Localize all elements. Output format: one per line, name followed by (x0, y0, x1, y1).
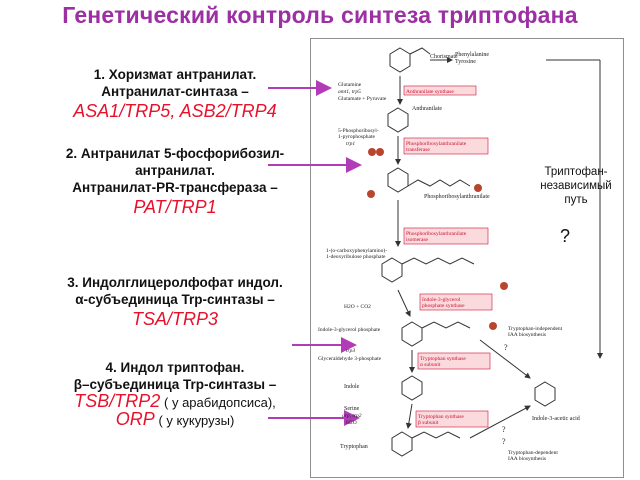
step-2-line-1: 2. Антранилат 5-фосфорибозил- (65, 146, 285, 161)
side-note-line-2: независимый (540, 180, 612, 192)
compound-cdrp: 1-(o-carboxyphenylamino)-1-deoxyribulose… (326, 247, 387, 260)
label-orp-trp2: orp, trp2 (342, 413, 362, 419)
compound-anthranilate: Anthranilate (412, 106, 442, 112)
side-note-line-1: Триптофан- (544, 166, 608, 178)
step-4-line-2: β–субъединица Trp-синтазы – (73, 377, 277, 392)
pathway-figure (310, 38, 624, 478)
step-2-line-3: Антранилат-PR-трансфераза – (72, 180, 278, 195)
page-title: Генетический контроль синтеза триптофана (62, 2, 578, 28)
label-h2o: H2O (346, 420, 357, 426)
question-mark-1: ? (504, 343, 508, 352)
step-4: 4. Индол триптофан. β–субъединица Trp-си… (40, 359, 310, 429)
step-4-gene: TSB/TRP2 (74, 391, 161, 411)
step-2-gene: PAT/TRP1 (133, 197, 217, 217)
step-4-gene-note: ( у арабидопсиса), (164, 395, 276, 410)
step-3-gene: TSA/TRP3 (131, 309, 219, 329)
molecule-structures (381, 47, 556, 457)
enzyme-anthranilate-synthase: Anthranilate synthase (406, 89, 454, 95)
step-1-line-1: 1. Хоризмат антранилат. (93, 67, 257, 82)
label-h2o-co2: H2O + CO2 (344, 304, 371, 310)
compound-tryptophan: Tryptophan (340, 444, 368, 450)
compound-indole-3-glycerol-phosphate: Indole-3-glycerol phosphate (318, 327, 381, 333)
label-amt1-trp5: amt1, trp5 (338, 89, 361, 95)
side-note-trp-independent: Триптофан- независимый путь (536, 165, 616, 207)
label-glutamate-pyruvate: Glutamate + Pyruvate (338, 96, 387, 102)
compound-prpp: 5-Phosphoribosyl-1-pyrophosphate (338, 128, 379, 140)
compound-phosphoribosylanthranilate: Phosphoribosylanthranilate (424, 194, 490, 200)
step-2-line-2: антранилат. (135, 163, 215, 178)
label-glutamine: Glutamine (338, 82, 362, 88)
step-4-line-1: 4. Индол триптофан. (105, 360, 245, 375)
question-mark-2: ? (502, 425, 506, 434)
compound-chorismate: Chorismate (430, 54, 458, 60)
phosphate-markers (367, 148, 508, 330)
compound-glyceraldehyde-3-phosphate: Glyceraldehyde 3-phosphate (318, 356, 382, 362)
step-1-line-2: Антранилат-синтаза – (101, 84, 249, 99)
step-4-gene-2-note: ( у кукурузы) (158, 413, 235, 428)
step-3: 3. Индолглицеролфофат индол. α-субъедини… (40, 274, 310, 330)
compound-serine: Serine (344, 406, 360, 412)
step-3-line-1: 3. Индолглицеролфофат индол. (67, 275, 283, 290)
compound-indole: Indole (344, 384, 360, 390)
enzyme-boxes (403, 85, 493, 428)
side-note-line-3: путь (564, 194, 588, 206)
compound-iaa: Indole-3-acetic acid (532, 416, 580, 422)
label-trp1: trp1 (346, 141, 355, 147)
pathway-arrows (395, 57, 603, 439)
step-4-gene-2: ORP (115, 409, 155, 429)
step-2: 2. Антранилат 5-фосфорибозил- антранилат… (40, 145, 310, 218)
side-question-mark: ? (559, 226, 570, 246)
question-mark-3: ? (502, 437, 506, 446)
step-1: 1. Хоризмат антранилат. Антранилат-синта… (40, 66, 310, 122)
step-3-line-2: α-субъединица Trp-синтазы – (75, 292, 275, 307)
step-1-gene: ASA1/TRP5, ASB2/TRP4 (73, 101, 277, 121)
label-trp3: trp3 (346, 348, 355, 354)
